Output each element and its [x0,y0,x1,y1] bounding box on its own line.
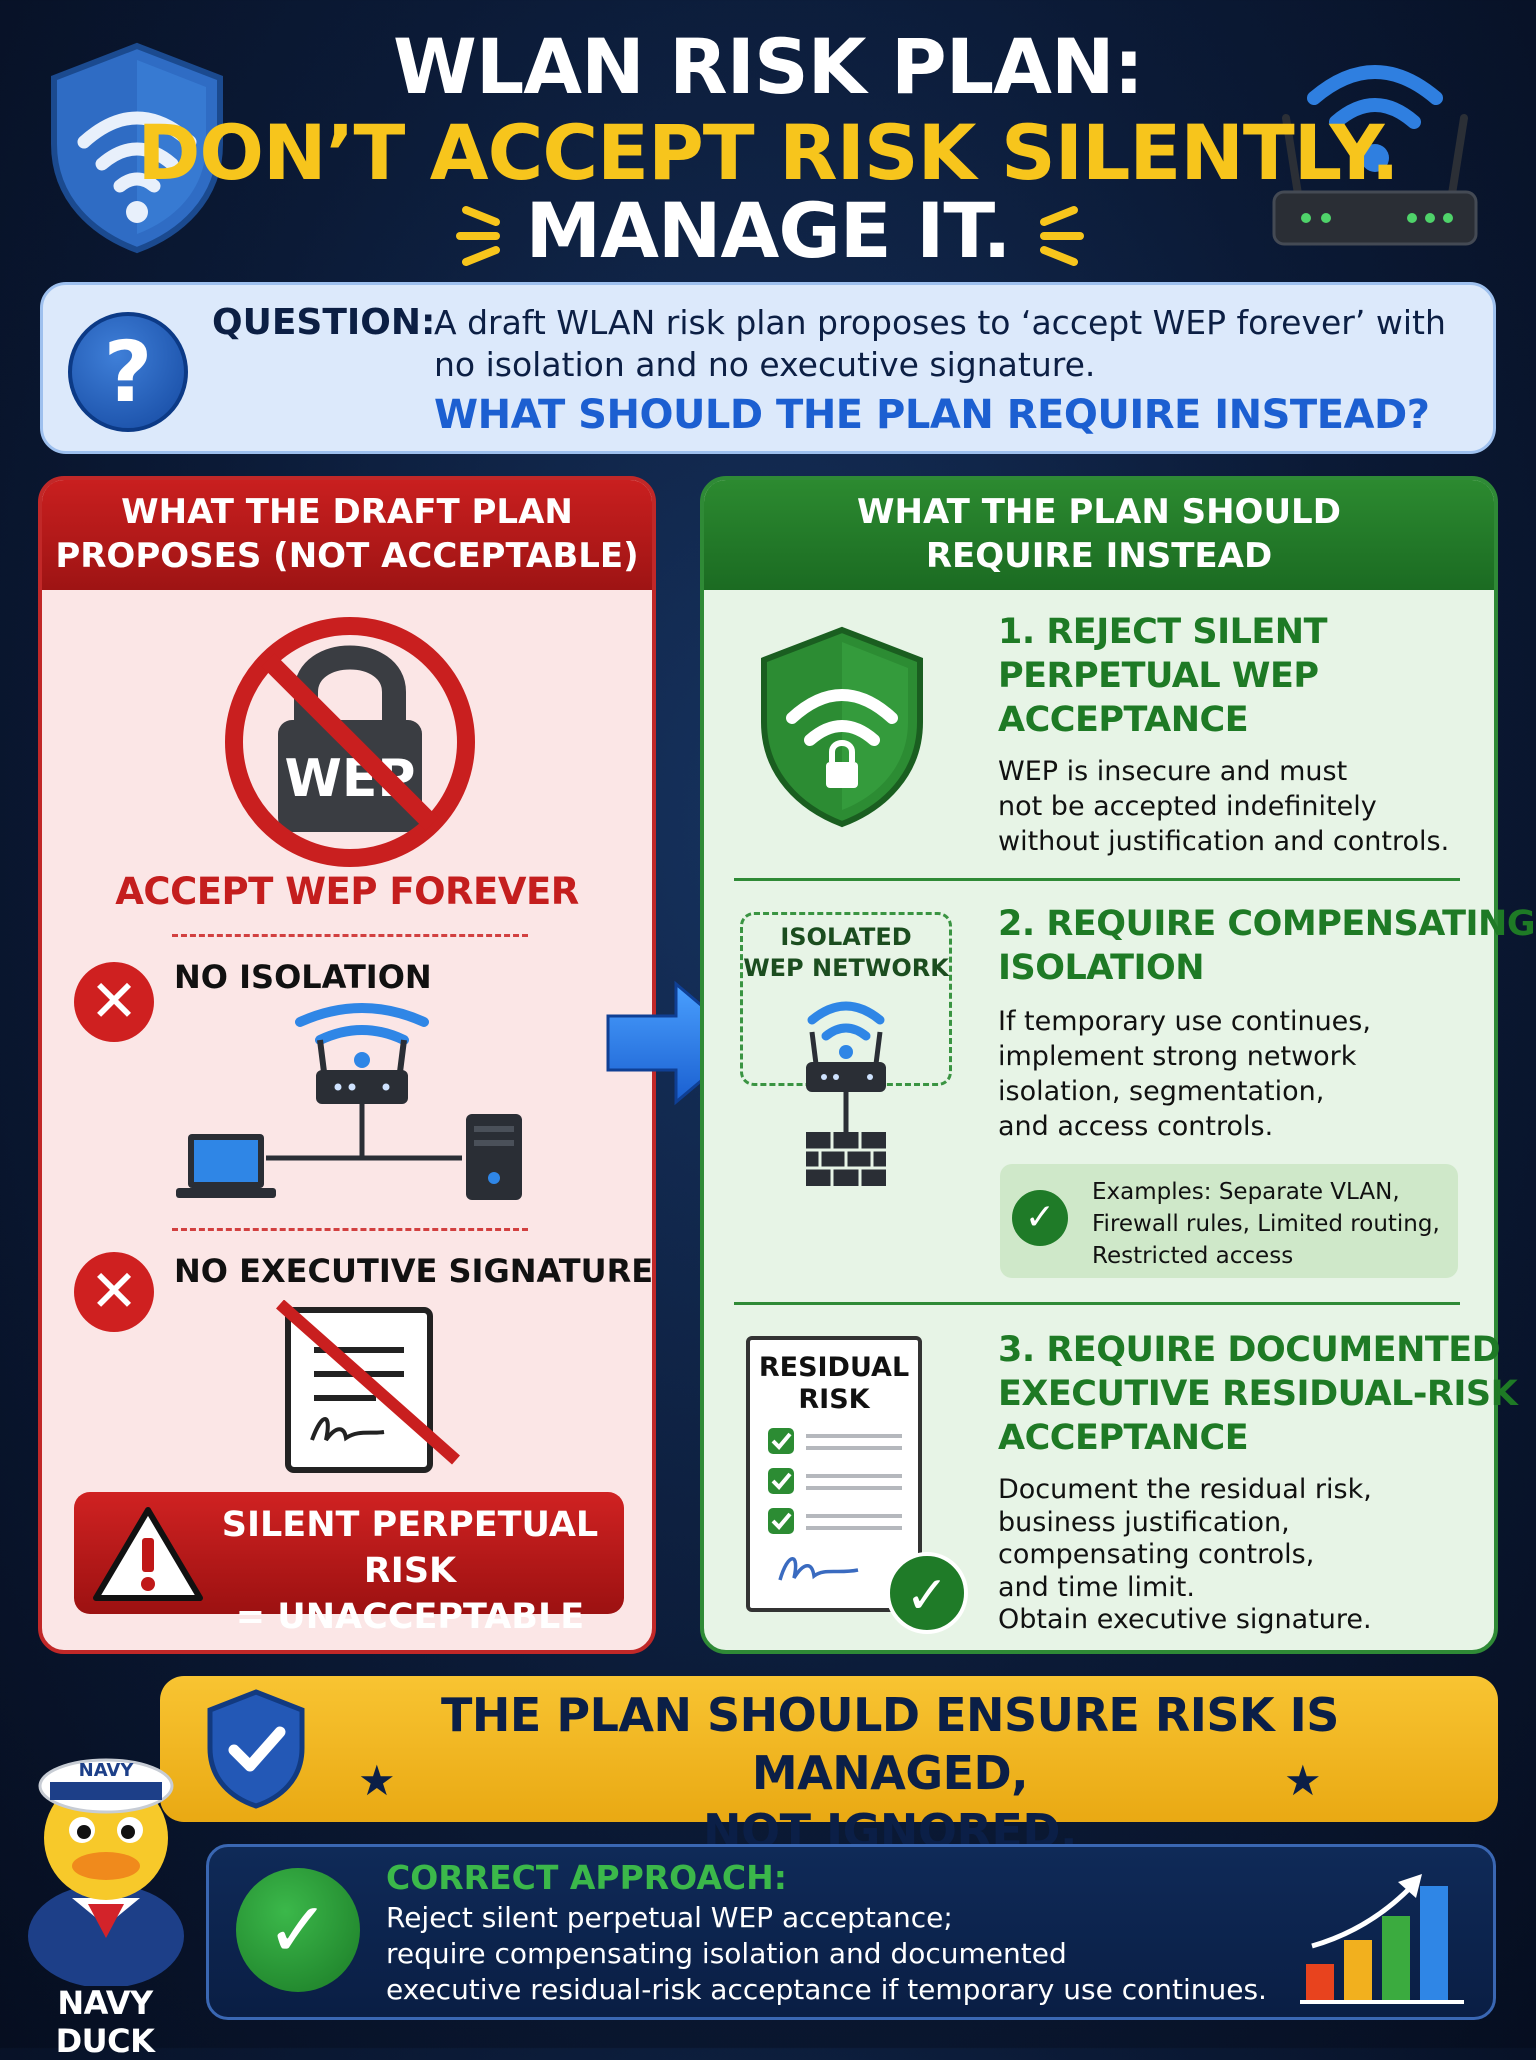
no-isolation-label: NO ISOLATION [174,958,432,996]
step3-body-line2: business justification, [998,1506,1290,1538]
step3-title-line3: ACCEPTANCE [998,1418,1249,1458]
step1-title: 1. REJECT SILENT PERPETUAL WEP ACCEPTANC… [998,610,1327,742]
unsigned-document-icon [276,1300,460,1473]
step3-body-line5: Obtain executive signature. [998,1604,1372,1635]
correct-line3: executive residual-risk acceptance if te… [386,1973,1267,2006]
summary-banner [160,1676,1498,1822]
summary-line1: THE PLAN SHOULD ENSURE RISK IS MANAGED, [441,1688,1339,1800]
duck-mascot-icon: NAVY [28,1758,184,1986]
cap-text: NAVY [79,1760,135,1781]
required-plan-heading-line2: REQUIRE INSTEAD [925,536,1273,576]
isolated-line2: WEP NETWORK [743,954,949,982]
step2-body-line3: isolation, segmentation, [998,1076,1325,1107]
step3-title-line2: EXECUTIVE RESIDUAL-RISK [998,1374,1518,1414]
step1-title-line2: PERPETUAL WEP [998,656,1319,696]
step3-body-line4: and time limit. [998,1571,1195,1603]
correct-line1: Reject silent perpetual WEP acceptance; [386,1901,953,1934]
step1-body-line1: WEP is insecure and must [998,756,1348,787]
bar-chart-icon [1300,1874,1464,2004]
correct-line2: require compensating isolation and docum… [386,1937,1067,1970]
draft-plan-heading: WHAT THE DRAFT PLAN PROPOSES (NOT ACCEPT… [42,480,652,590]
required-plan-heading-line1: WHAT THE PLAN SHOULD [857,492,1341,532]
doc-line2: RISK [798,1384,870,1415]
title-line-3: MANAGE IT. [525,186,1011,275]
x-icon: ✕ [74,1252,154,1332]
step1-body-line2: not be accepted indefinitely [998,791,1377,822]
step1-title-line1: 1. REJECT SILENT [998,612,1327,652]
yellow-accent-marks [456,206,1084,266]
divider [172,934,528,937]
question-text: A draft WLAN risk plan proposes to ‘acce… [434,303,1446,384]
correct-approach-box [206,1844,1496,2020]
title-line-2: DON’T ACCEPT RISK SILENTLY. [137,108,1399,197]
navy-duck-label: NAVY DUCK [55,1984,155,2060]
x-icon: ✕ [74,962,154,1042]
step2-title-line2: ISOLATION [998,948,1205,988]
examples-line2: Firewall rules, Limited routing, [1092,1211,1440,1237]
examples-text: Examples: Separate VLAN, Firewall rules,… [1092,1176,1462,1272]
step2-body: If temporary use continues, implement st… [998,1004,1371,1144]
banner-line2: = UNACCEPTABLE [235,1597,585,1637]
step2-title: 2. REQUIRE COMPENSATING ISOLATION [998,902,1536,990]
examples-line3: Restricted access [1092,1243,1294,1269]
residual-risk-document-label: RESIDUAL RISK [746,1352,922,1416]
check-icon: ✓ [236,1868,360,1992]
check-icon: ✓ [1012,1190,1068,1246]
title-line-1: WLAN RISK PLAN: [393,22,1144,111]
step2-body-line4: and access controls. [998,1111,1274,1142]
divider [734,878,1460,881]
step2-title-line1: 2. REQUIRE COMPENSATING [998,904,1536,944]
warning-icon [93,1507,203,1601]
no-wep-padlock-icon: WEP [225,617,475,867]
step3-title-line1: 3. REQUIRE DOCUMENTED [998,1330,1501,1370]
star-icon: ★ [358,1756,396,1805]
checklist-icon [768,1428,902,1581]
question-ask: WHAT SHOULD THE PLAN REQUIRE INSTEAD? [434,392,1430,438]
correct-approach-label: CORRECT APPROACH: [386,1858,787,1897]
step1-title-line3: ACCEPTANCE [998,700,1249,740]
step3-body-line3: compensating controls, [998,1539,1315,1570]
star-icon: ★ [1284,1756,1322,1805]
step3-body-line1: Document the residual risk, [998,1474,1372,1505]
no-executive-signature-label: NO EXECUTIVE SIGNATURE [174,1252,654,1290]
step3-title: 3. REQUIRE DOCUMENTED EXECUTIVE RESIDUAL… [998,1328,1518,1460]
isolated-network-label: ISOLATED WEP NETWORK [740,922,952,984]
network-diagram [176,1003,522,1200]
step3-body: Document the residual risk, business jus… [998,1474,1372,1637]
step2-body-line2: implement strong network [998,1041,1357,1072]
question-label: QUESTION: [212,302,436,343]
summary-text: THE PLAN SHOULD ENSURE RISK IS MANAGED, … [300,1686,1480,1860]
accept-wep-forever-label: ACCEPT WEP FOREVER [115,870,579,913]
step2-body-line1: If temporary use continues, [998,1006,1371,1037]
shield-check-icon [207,1689,305,1809]
draft-plan-heading-line2: PROPOSES (NOT ACCEPTABLE) [55,536,639,576]
correct-approach-text: Reject silent perpetual WEP acceptance; … [386,1900,1286,2008]
step1-body: WEP is insecure and must not be accepted… [998,754,1449,859]
unacceptable-banner-text: SILENT PERPETUAL RISK = UNACCEPTABLE [200,1502,620,1640]
step1-body-line3: without justification and controls. [998,826,1450,857]
draft-plan-heading-line1: WHAT THE DRAFT PLAN [121,492,573,532]
divider [734,1302,1460,1305]
doc-line1: RESIDUAL [758,1352,910,1383]
banner-line1: SILENT PERPETUAL RISK [221,1505,599,1591]
firewall-icon [806,1132,886,1186]
check-icon: ✓ [886,1552,968,1634]
examples-box [1000,1164,1458,1278]
divider [172,1228,528,1231]
required-plan-heading: WHAT THE PLAN SHOULD REQUIRE INSTEAD [704,480,1494,590]
question-box [40,282,1496,454]
isolated-router-firewall-icon [806,1001,886,1186]
router-icon [1272,65,1478,246]
isolated-line1: ISOLATED [780,923,912,951]
shield-wifi-icon [51,42,223,254]
question-icon: ? [68,312,188,432]
examples-line1: Examples: Separate VLAN, [1092,1179,1400,1205]
shield-lock-icon [761,626,923,828]
